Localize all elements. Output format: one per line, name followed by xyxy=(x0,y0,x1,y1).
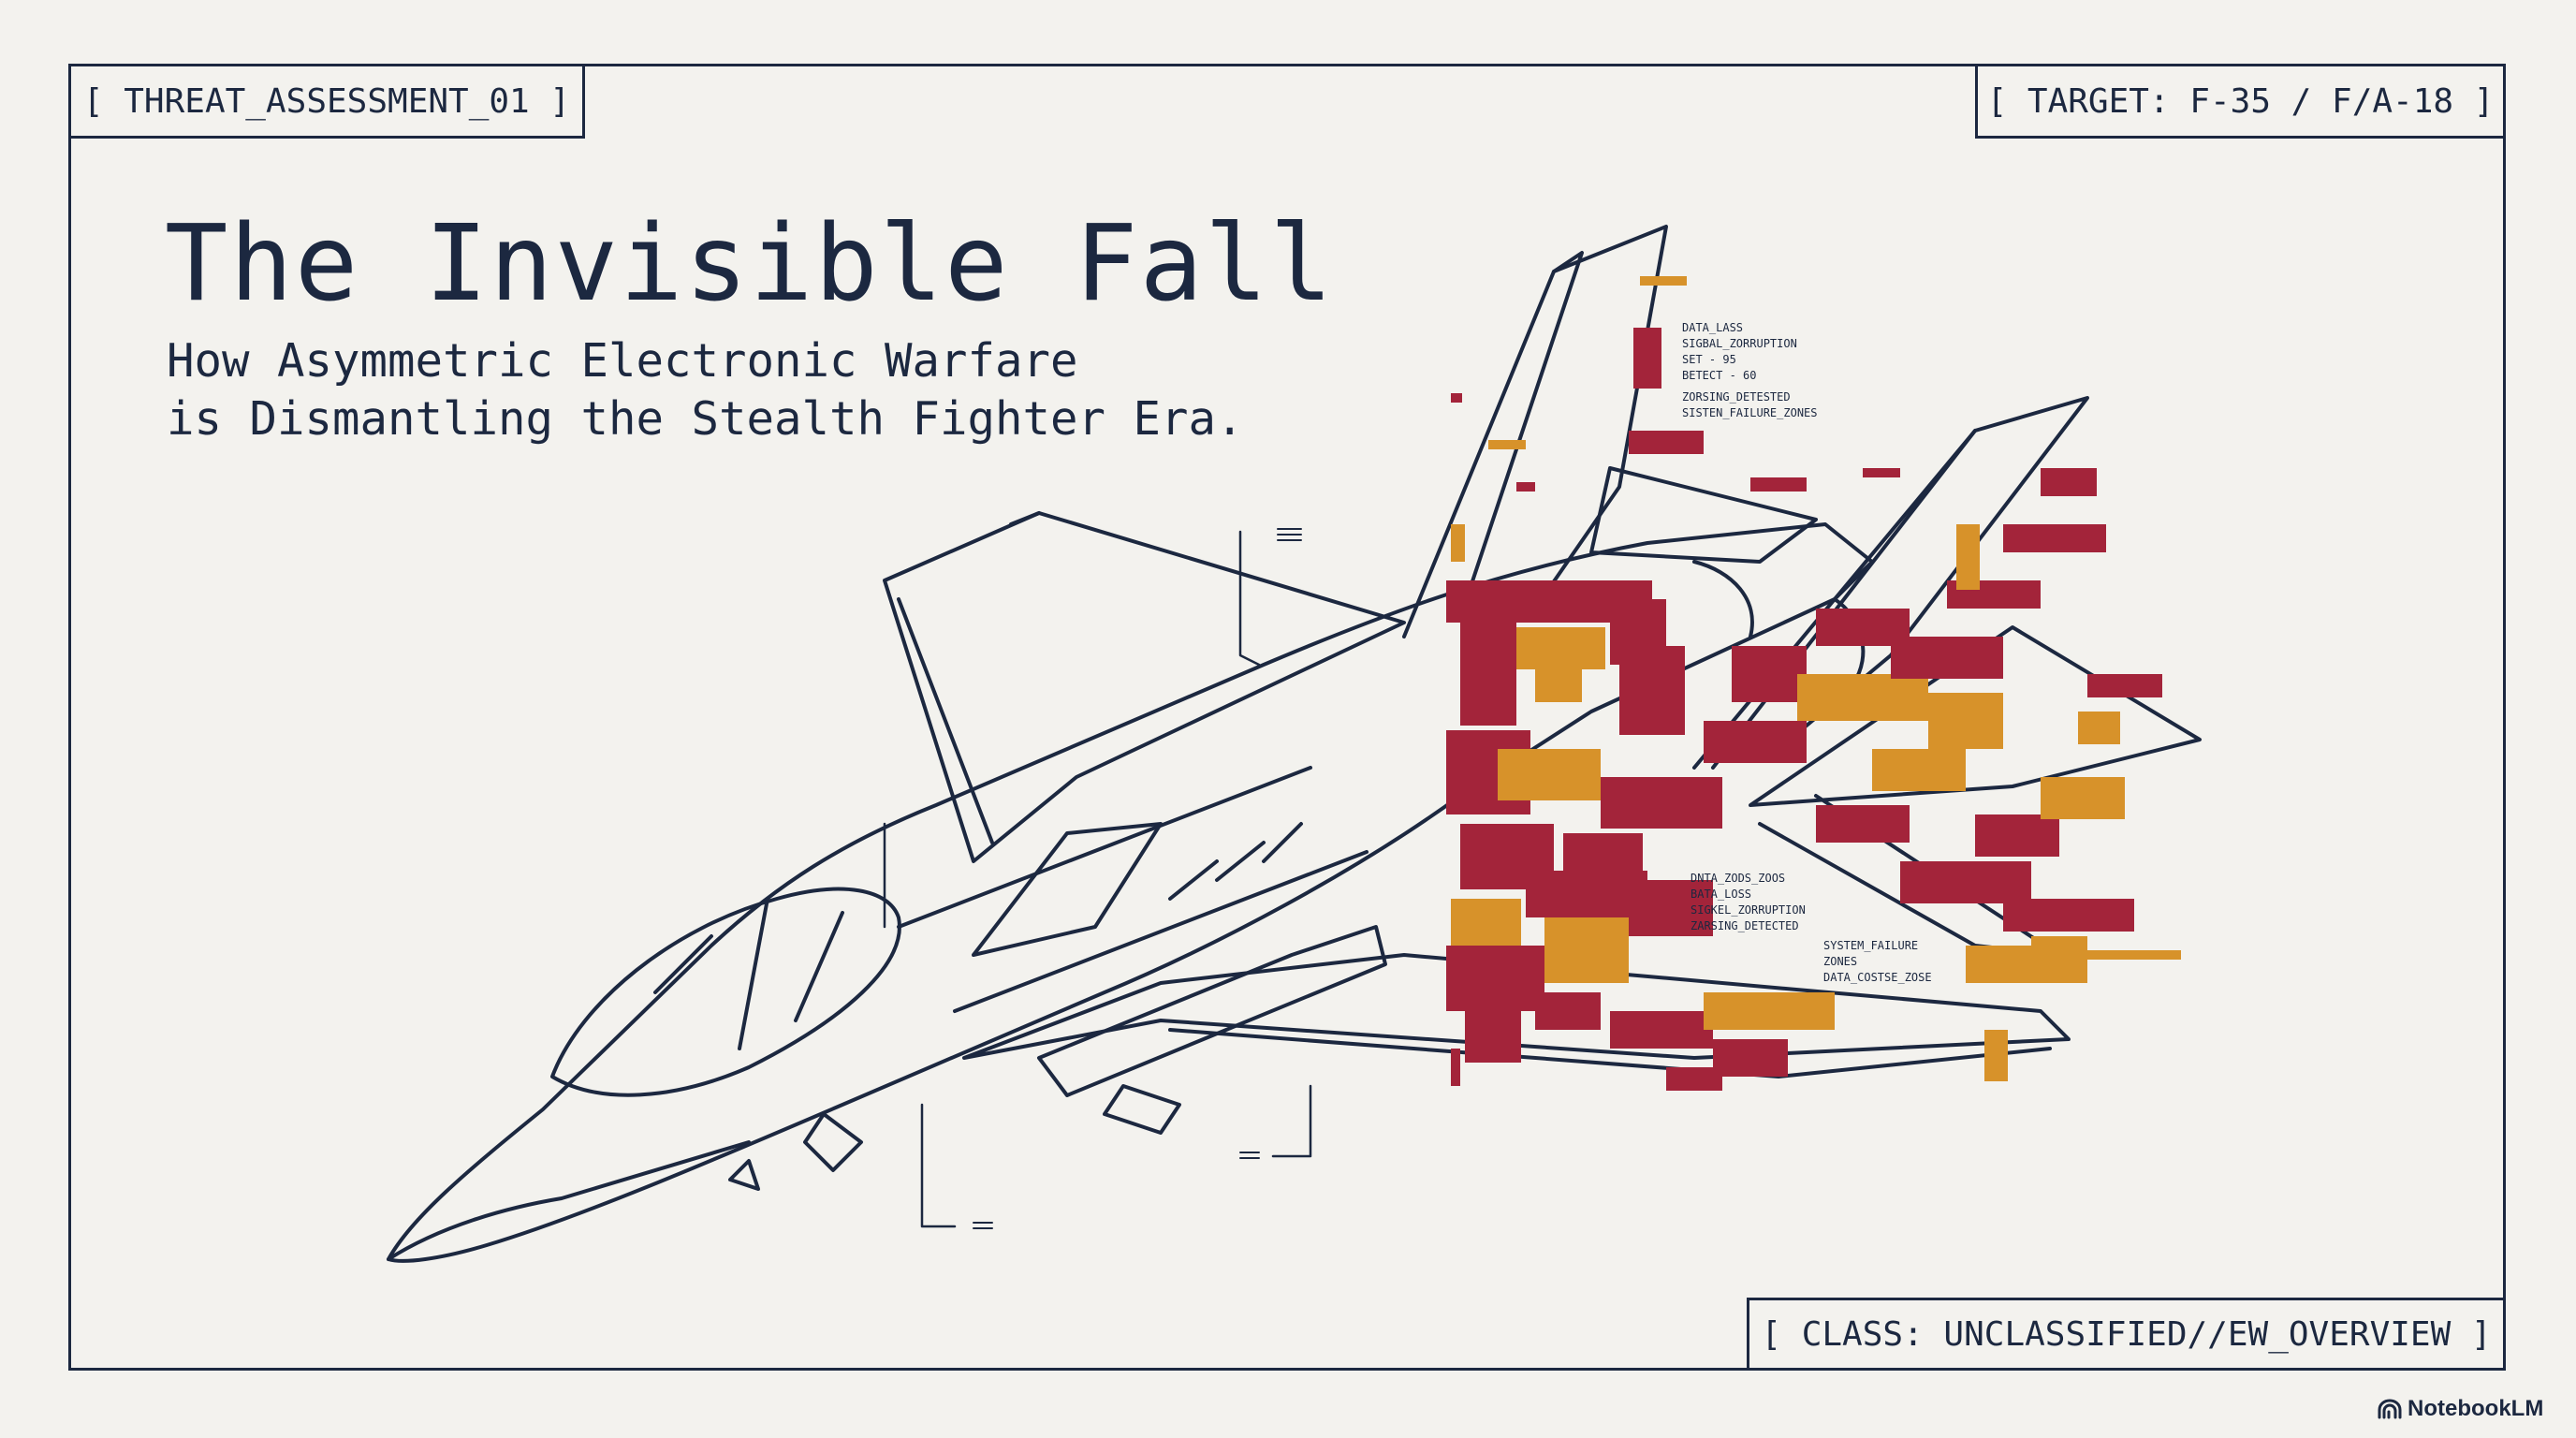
callout-marks xyxy=(973,528,1302,1229)
threat-assessment-label: [ THREAT_ASSESSMENT_01 ] xyxy=(68,64,585,139)
callout-lines xyxy=(883,530,1312,1228)
slide-subtitle: How Asymmetric Electronic Warfare is Dis… xyxy=(167,332,1244,448)
svg-text:SET - 95: SET - 95 xyxy=(1682,353,1736,366)
left-wing-flap xyxy=(897,511,1041,844)
slide-title: The Invisible Fall xyxy=(165,203,1335,325)
svg-text:DNTA_ZODS_ZOOS: DNTA_ZODS_ZOOS xyxy=(1690,872,1785,885)
classification-label: [ CLASS: UNCLASSIFIED//EW_OVERVIEW ] xyxy=(1747,1298,2506,1371)
svg-text:SYSTEM_FAILURE: SYSTEM_FAILURE xyxy=(1823,939,1918,952)
fuselage-outline xyxy=(387,522,1874,1263)
fuselage-details xyxy=(728,1084,1181,1191)
svg-text:SIGBAL_ZORRUPTION: SIGBAL_ZORRUPTION xyxy=(1682,337,1797,350)
svg-text:ZORSING_DETESTED: ZORSING_DETESTED xyxy=(1682,390,1791,404)
right-wing xyxy=(962,953,2071,1060)
glitch-annotations: DATA_LASS SIGBAL_ZORRUPTION SET - 95 BET… xyxy=(1682,321,1932,984)
tail-fin-right-edge xyxy=(1711,429,1977,770)
svg-text:DATA_COSTSE_ZOSE: DATA_COSTSE_ZOSE xyxy=(1823,971,1932,984)
slide-frame xyxy=(68,64,2506,1371)
stabilizer-upper xyxy=(1589,466,1818,564)
svg-text:BATA_LOSS: BATA_LOSS xyxy=(1690,888,1751,901)
left-wing xyxy=(883,511,1406,863)
weapons-bay-door xyxy=(1037,925,1387,1097)
canopy-outline xyxy=(550,887,901,1097)
notebooklm-brand: NotebookLM xyxy=(2378,1396,2543,1422)
svg-text:DATA_LASS: DATA_LASS xyxy=(1682,321,1743,334)
target-label: [ TARGET: F-35 / F/A-18 ] xyxy=(1975,64,2506,139)
subtitle-line-1: How Asymmetric Electronic Warfare xyxy=(167,334,1078,388)
notebooklm-logo-icon xyxy=(2378,1399,2402,1419)
canopy-frame xyxy=(653,897,844,1050)
panel-lines xyxy=(897,766,1368,1013)
glitch-blocks xyxy=(1446,276,2181,1091)
air-intake xyxy=(972,822,1163,957)
subtitle-line-2: is Dismantling the Stealth Fighter Era. xyxy=(167,392,1244,446)
svg-text:SIGKEL_ZORRUPTION: SIGKEL_ZORRUPTION xyxy=(1690,903,1806,917)
brand-name: NotebookLM xyxy=(2408,1396,2544,1421)
svg-text:ZARSING_DETECTED: ZARSING_DETECTED xyxy=(1690,919,1799,932)
svg-text:SISTEN_FAILURE_ZONES: SISTEN_FAILURE_ZONES xyxy=(1682,406,1818,419)
svg-text:ZONES: ZONES xyxy=(1823,955,1857,968)
svg-text:BETECT - 60: BETECT - 60 xyxy=(1682,369,1756,382)
tail-fin-left xyxy=(1402,225,1668,638)
nose-chine xyxy=(387,1140,751,1261)
tail-fin-left-edge xyxy=(1458,251,1584,620)
